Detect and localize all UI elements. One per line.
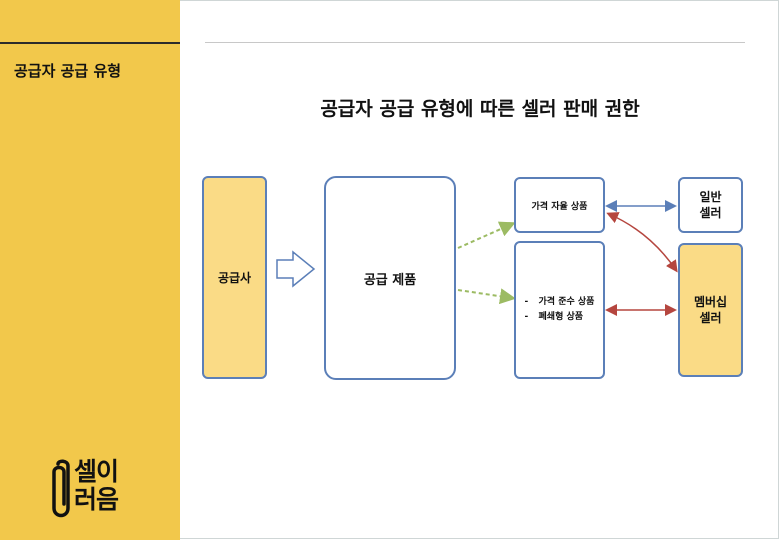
free-price-box: 가격 자율 상품 — [514, 177, 605, 233]
fixed-price-list: -가격 준수 상품 -폐쇄형 상품 — [525, 295, 595, 325]
free-price-label: 가격 자율 상품 — [531, 201, 588, 212]
sidebar-title: 공급자 공급 유형 — [14, 62, 122, 80]
member-seller-line-1: 멤버십 — [693, 295, 728, 309]
general-seller-label: 일반 셀러 — [699, 189, 721, 221]
brand-logo: 셀이 러음 — [50, 458, 140, 522]
general-seller-box: 일반 셀러 — [678, 177, 743, 233]
general-seller-line-2: 셀러 — [699, 206, 722, 220]
sidebar: 공급자 공급 유형 셀이 러음 — [0, 0, 180, 540]
logo-text: 셀이 러음 — [74, 457, 119, 514]
content-frame — [180, 0, 779, 539]
general-seller-line-1: 일반 — [699, 190, 722, 204]
fixed-item-label: 가격 준수 상품 — [538, 297, 595, 307]
fixed-price-box: -가격 준수 상품 -폐쇄형 상품 — [514, 241, 605, 379]
page-title: 공급자 공급 유형에 따른 셀러 판매 권한 — [320, 98, 640, 120]
supplier-box: 공급사 — [202, 176, 267, 379]
member-seller-line-2: 셀러 — [699, 311, 722, 325]
fixed-item-label: 폐쇄형 상품 — [538, 312, 584, 322]
list-item: -가격 준수 상품 — [524, 297, 595, 307]
paperclip-icon — [52, 459, 70, 518]
header-divider — [205, 42, 745, 43]
member-seller-label: 멤버십 셀러 — [694, 294, 727, 326]
sidebar-divider — [0, 42, 180, 44]
product-label: 공급 제품 — [363, 272, 417, 288]
product-box: 공급 제품 — [324, 176, 456, 380]
supplier-label: 공급사 — [217, 271, 252, 285]
list-item: -폐쇄형 상품 — [524, 312, 584, 322]
logo-line-1: 셀이 — [74, 457, 119, 486]
logo-line-2: 러음 — [74, 485, 119, 514]
member-seller-box: 멤버십 셀러 — [678, 243, 743, 377]
